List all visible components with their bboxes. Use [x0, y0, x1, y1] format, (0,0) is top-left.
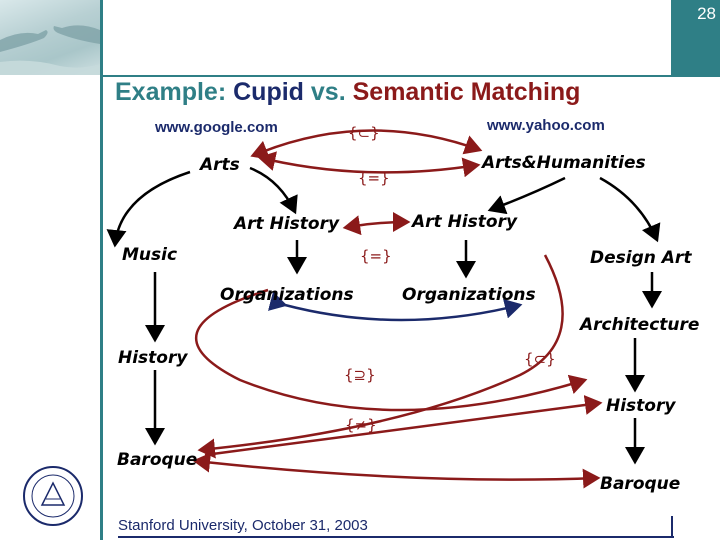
relation-subset-top: {⊂}	[348, 124, 380, 142]
footer-line	[118, 536, 674, 538]
edge-arts-humanities-arthistory	[490, 178, 565, 210]
edge-arts-music	[115, 172, 190, 245]
edge-arts-arthistory	[250, 168, 295, 212]
relation-subset-mid: {⊂}	[524, 350, 556, 368]
node-right-art-history: Art History	[412, 212, 517, 232]
node-right-history: History	[606, 396, 675, 416]
relation-superset: {⊇}	[344, 366, 376, 384]
node-right-arts-humanities: Arts&Humanities	[482, 153, 646, 173]
right-source-label: www.yahoo.com	[487, 117, 605, 134]
arc-baroque	[205, 462, 598, 480]
node-left-arts: Arts	[200, 155, 240, 175]
footer-tick	[671, 516, 673, 538]
footer-text: Stanford University, October 31, 2003	[118, 517, 368, 534]
node-left-music: Music	[122, 245, 177, 265]
relation-notequal: {≠}	[345, 416, 377, 434]
node-left-organizations: Organizations	[220, 285, 354, 305]
relation-equal-arts: {=}	[358, 169, 390, 187]
node-left-baroque: Baroque	[117, 450, 197, 470]
node-right-design-art: Design Art	[590, 248, 691, 268]
relation-equal-arthistory: {=}	[360, 247, 392, 265]
arc-organizations	[285, 305, 520, 320]
node-right-architecture: Architecture	[580, 315, 699, 335]
edge-arts-humanities-designart	[600, 178, 657, 240]
node-right-baroque: Baroque	[600, 474, 680, 494]
node-left-history: History	[118, 348, 187, 368]
arc-equal-arthistory	[355, 222, 408, 226]
university-seal	[22, 465, 84, 527]
node-left-art-history: Art History	[234, 214, 339, 234]
left-source-label: www.google.com	[155, 119, 278, 136]
node-right-organizations: Organizations	[402, 285, 536, 305]
